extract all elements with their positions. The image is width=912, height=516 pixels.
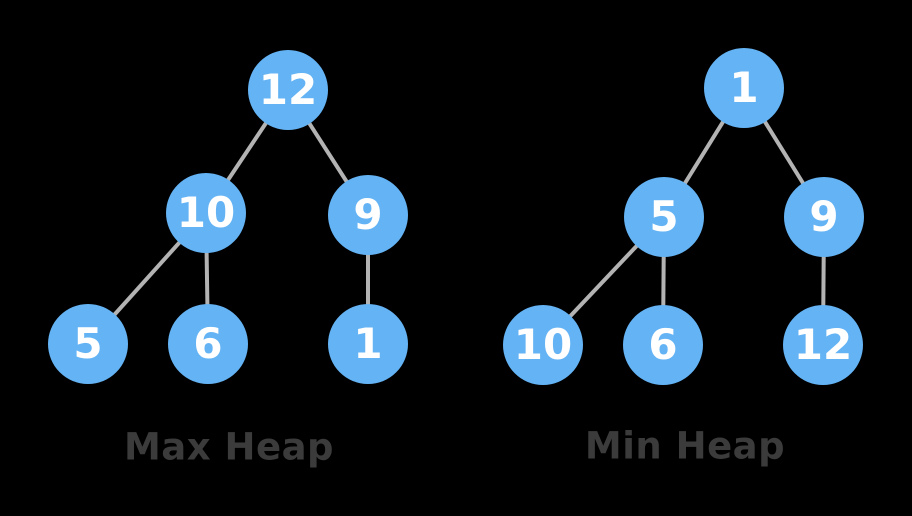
max-heap-left-node: 10 — [166, 173, 246, 253]
min-heap-right-node: 9 — [784, 177, 864, 257]
min-heap-left-node: 5 — [624, 177, 704, 257]
max-heap-leftleft-node: 5 — [48, 304, 128, 384]
max-heap-right-node: 9 — [328, 175, 408, 255]
min-heap-label: Min Heap — [584, 424, 786, 468]
min-heap-leftleft-node: 10 — [503, 305, 583, 385]
min-heap-root-node: 1 — [704, 48, 784, 128]
max-heap-leftright-node: 6 — [168, 304, 248, 384]
max-heap-root-node: 12 — [248, 50, 328, 130]
min-heap-leftright-node: 6 — [623, 305, 703, 385]
min-heap-rightright-node: 12 — [783, 305, 863, 385]
max-heap-label: Max Heap — [123, 425, 335, 469]
max-heap-rightright-node: 1 — [328, 304, 408, 384]
